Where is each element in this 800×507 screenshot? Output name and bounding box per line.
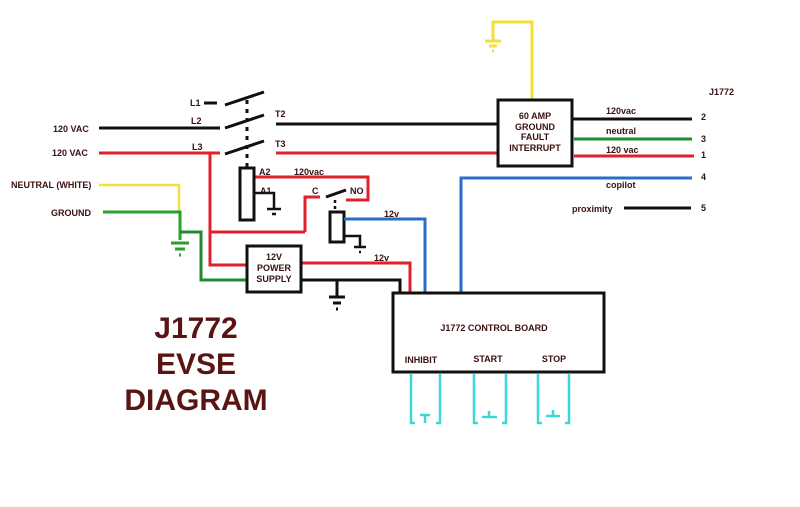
coil-feed-label: 120vac [294,167,324,177]
gfi-label-4: INTERRUPT [509,143,561,153]
inhibit-label: INHIBIT [405,355,438,365]
t3-label: T3 [275,139,286,149]
contactor-coil [238,166,281,222]
ps-output-label: 12v [374,253,389,263]
relay [325,188,366,254]
contactor-switches [224,90,265,168]
neutral-wire [99,183,181,212]
gfi-label-1: 60 AMP [519,111,551,121]
a2-label: A2 [259,167,271,177]
ps-label-3: SUPPLY [256,274,291,284]
control-board-title: J1772 CONTROL BOARD [440,323,548,333]
ground-label: GROUND [51,208,91,218]
power-supply: 12V POWER SUPPLY [245,244,303,294]
gfi-label-2: GROUND [515,122,555,132]
pin5-name: proximity [572,204,613,214]
stop-switch [536,374,571,425]
start-label: START [473,354,503,364]
neutral-label: NEUTRAL (WHITE) [11,180,91,190]
gfi-box: 60 AMP GROUND FAULT INTERRUPT [496,98,574,168]
line-l3-wire [99,151,498,293]
copilot-wire [459,176,692,293]
relay-signal-label: 12v [384,209,399,219]
line1-label: 120 VAC [53,124,89,134]
connector-title: J1772 [709,87,734,97]
start-switch [472,374,508,425]
pin4-name: copilot [606,180,636,190]
line2-label: 120 VAC [52,148,88,158]
ps-ground-wire [301,278,402,311]
pin5-number: 5 [701,203,706,213]
inhibit-switch [409,374,442,425]
title-line-2: EVSE [156,348,236,381]
relay-no-label: NO [350,186,364,196]
title-line-1: J1772 [154,312,237,345]
title-line-3: DIAGRAM [124,384,267,417]
l2-label: L2 [191,116,202,126]
a1-label: A1 [260,186,272,196]
pin2-number: 2 [701,112,706,122]
ps-label-1: 12V [266,252,282,262]
l1-label: L1 [190,98,201,108]
pin1-name: 120 vac [606,145,639,155]
control-board: J1772 CONTROL BOARD INHIBIT START STOP [391,291,606,374]
stop-label: STOP [542,354,566,364]
line-l2-wire [99,101,498,130]
relay-c-label: C [312,186,319,196]
ground-wire [103,210,182,240]
ps-neutral-wire [180,230,248,282]
pin3-number: 3 [701,134,706,144]
pin4-number: 4 [701,172,706,182]
gfi-ground-wire [485,20,534,100]
pin2-name: 120vac [606,106,636,116]
pin1-number: 1 [701,150,706,160]
relay-signal-wire [344,217,427,293]
l3-label: L3 [192,142,203,152]
pin3-name: neutral [606,126,636,136]
ps-label-2: POWER [257,263,292,273]
gfi-label-3: FAULT [521,132,550,142]
t2-label: T2 [275,109,286,119]
ground-symbol [171,241,189,257]
